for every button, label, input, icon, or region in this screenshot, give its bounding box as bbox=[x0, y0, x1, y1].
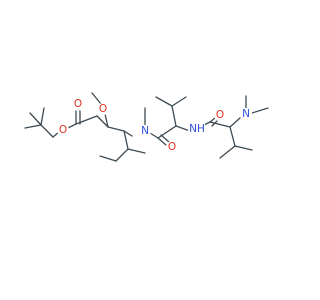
atom-label: O bbox=[59, 124, 67, 136]
atom-label: NH bbox=[189, 123, 205, 135]
bond bbox=[219, 145, 236, 159]
bond bbox=[229, 126, 236, 147]
bond bbox=[149, 132, 159, 139]
atom-o-ester-single: O bbox=[57, 124, 69, 136]
bond bbox=[40, 124, 54, 138]
bond bbox=[155, 96, 173, 107]
atom-labels: O O O N O NH O N bbox=[57, 98, 252, 153]
bond bbox=[24, 124, 42, 129]
bond bbox=[157, 137, 167, 146]
bond bbox=[209, 121, 231, 128]
atom-label: O bbox=[168, 141, 176, 153]
bond bbox=[91, 92, 102, 105]
bond bbox=[157, 125, 177, 139]
atom-label: N bbox=[141, 125, 149, 137]
bond bbox=[107, 126, 125, 132]
bond bbox=[29, 112, 42, 126]
molecule-structure: O O O N O NH O N bbox=[24, 92, 269, 162]
atom-label: O bbox=[99, 103, 107, 115]
atom-label: O bbox=[216, 109, 224, 121]
bond bbox=[123, 130, 129, 150]
bond bbox=[251, 107, 269, 114]
atom-o-amide-2: O bbox=[214, 109, 226, 121]
bond bbox=[171, 105, 177, 127]
atom-o-methoxy: O bbox=[97, 103, 109, 115]
bond bbox=[229, 117, 241, 128]
atom-nh-amide: NH bbox=[188, 123, 205, 136]
atom-n-amide-methyl: N bbox=[139, 125, 151, 137]
bond bbox=[209, 117, 216, 123]
bond bbox=[175, 125, 191, 132]
atom-label: N bbox=[242, 108, 250, 120]
bond bbox=[123, 130, 133, 137]
bond bbox=[40, 107, 45, 126]
bond bbox=[171, 96, 187, 107]
bond-lines bbox=[24, 92, 269, 162]
atom-label: O bbox=[74, 98, 82, 110]
bond bbox=[234, 145, 253, 151]
atom-o-amide-1: O bbox=[166, 141, 178, 153]
bond bbox=[160, 134, 170, 143]
bond bbox=[127, 148, 146, 154]
bond bbox=[115, 148, 129, 162]
atom-n-dimethylamino: N bbox=[240, 108, 252, 120]
atom-o-ester-carbonyl: O bbox=[72, 98, 84, 110]
bond bbox=[75, 115, 98, 125]
bond bbox=[67, 123, 77, 129]
bond bbox=[99, 155, 117, 162]
bond bbox=[96, 115, 109, 128]
bond bbox=[104, 113, 109, 128]
